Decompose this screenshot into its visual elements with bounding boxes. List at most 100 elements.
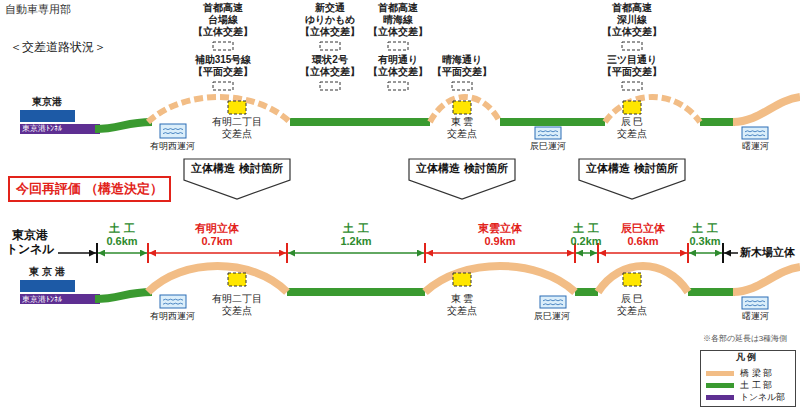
label: 東京港 トンネル (6, 228, 54, 257)
dimension-line (576, 252, 597, 254)
dimension-tick (147, 243, 149, 263)
label: 辰巳立体 0.6km (621, 222, 665, 248)
canal-wave (745, 305, 765, 306)
placeholder-box (622, 82, 642, 90)
canal-wave (538, 131, 558, 132)
earthwork-road (290, 118, 430, 126)
label: 土 工 1.2km (340, 222, 371, 248)
legend-swatch (706, 371, 734, 376)
study-arrow-box: 立体構造 検討箇所 (183, 158, 291, 200)
placeholder-box (320, 82, 340, 90)
label: ＜交差道路状況＞ (10, 40, 106, 54)
label: 有明西運河 (150, 141, 195, 152)
bridge-span (425, 266, 575, 292)
legend-row: 橋 梁 部 (706, 367, 772, 380)
canal-wave (745, 131, 765, 132)
canal-wave (543, 304, 563, 305)
arrow-shape (579, 159, 685, 199)
reevaluation-box: 今回再評価 （構造決定） (8, 176, 171, 202)
bridge-span (598, 266, 688, 292)
label: 辰巳運河 (530, 141, 566, 152)
canal-box (160, 124, 186, 138)
legend-swatch (706, 383, 734, 388)
dimension-tick (424, 243, 426, 263)
placeholder-box (388, 42, 408, 50)
node-text: 今回再評価 （構造決定） (16, 181, 163, 197)
label: 東 雲 交差点 (447, 116, 477, 140)
dimension-tick (722, 243, 724, 263)
placeholder-box (622, 42, 642, 50)
label: 土 工 0.3km (689, 222, 720, 248)
intersection-square (453, 101, 471, 114)
label: 東京港ﾄﾝﾈﾙ (22, 124, 62, 134)
label: 首都高速 台場線 【立体交差】 (193, 2, 253, 38)
placeholder-box (320, 42, 340, 50)
legend-text: 土 工 部 (740, 379, 772, 392)
label: 有明立体 0.7km (195, 222, 239, 248)
label: 東 京 港 (29, 266, 65, 278)
label: 東京港 (32, 96, 62, 108)
label: 辰 巳 交差点 (617, 116, 647, 140)
canal-box (535, 127, 561, 139)
label: 凡 例 (736, 352, 757, 363)
dimension-line (599, 252, 687, 254)
label: 新木場立体 (740, 246, 795, 259)
label: 首都高速 深川線 【立体交差】 (602, 2, 662, 38)
legend-row: トンネル部 (706, 391, 785, 404)
legend-text: トンネル部 (740, 391, 785, 404)
bridge-span (733, 267, 800, 292)
tunnel-band (20, 294, 100, 304)
label: 晴海通り 【平面交差】 (432, 54, 492, 78)
dimension-line (426, 252, 574, 254)
canal-wave (163, 299, 183, 300)
canal-wave (538, 135, 558, 136)
label: 有明二丁目 交差点 (212, 116, 262, 140)
dimension-tick (96, 243, 98, 263)
dimension-line (288, 252, 424, 254)
label: 辰巳運河 (534, 311, 570, 322)
legend-row: 土 工 部 (706, 379, 772, 392)
dimension-line (689, 252, 722, 254)
earthwork-road (287, 288, 425, 296)
canal-box (540, 296, 566, 308)
earthwork-road (700, 118, 735, 126)
bridge-span (733, 97, 800, 122)
dimension-line (149, 252, 286, 254)
canal-box (742, 297, 768, 309)
label: 東京港ﾄﾝﾈﾙ (22, 295, 62, 305)
label: 有明西運河 (150, 311, 195, 322)
canal-wave (163, 133, 183, 134)
canal-wave (163, 129, 183, 130)
label: 有明二丁目 交差点 (212, 293, 262, 317)
bridge-span (605, 97, 700, 122)
label: 東雲立体 0.9km (478, 222, 522, 248)
label: 首都高速 晴海線 【立体交差】 (368, 2, 428, 38)
label: 新交通 ゆりかもめ 【立体交差】 (300, 2, 360, 38)
legend-text: 橋 梁 部 (740, 367, 772, 380)
canal-wave (543, 300, 563, 301)
arrow-shape (409, 159, 515, 199)
canal-wave (163, 303, 183, 304)
earthwork-road (688, 288, 735, 296)
tunnel-band (20, 124, 100, 134)
label: 土 工 0.6km (106, 222, 137, 248)
diagram-title: 自動車専用部 (5, 3, 71, 16)
dimension-arrow (58, 252, 96, 254)
placeholder-box (213, 82, 233, 90)
label: ※各部の延長は3種海側 (703, 334, 787, 344)
bridge-span (148, 266, 287, 292)
node-text: 立体構造 検討箇所 (578, 158, 686, 175)
earthwork-road (500, 118, 605, 126)
intersection-square (228, 273, 246, 286)
arrow-shape (184, 159, 290, 199)
label: 土 工 0.2km (570, 222, 601, 248)
placeholder-box (452, 82, 472, 90)
dimension-arrow (724, 252, 738, 254)
dimension-tick (286, 243, 288, 263)
label: 東 雲 交差点 (447, 293, 477, 317)
earthwork-ramp (95, 292, 152, 299)
label: 曙運河 (742, 141, 769, 152)
intersection-square (623, 273, 641, 286)
study-arrow-box: 立体構造 検討箇所 (578, 158, 686, 200)
earthwork-road (575, 288, 598, 296)
